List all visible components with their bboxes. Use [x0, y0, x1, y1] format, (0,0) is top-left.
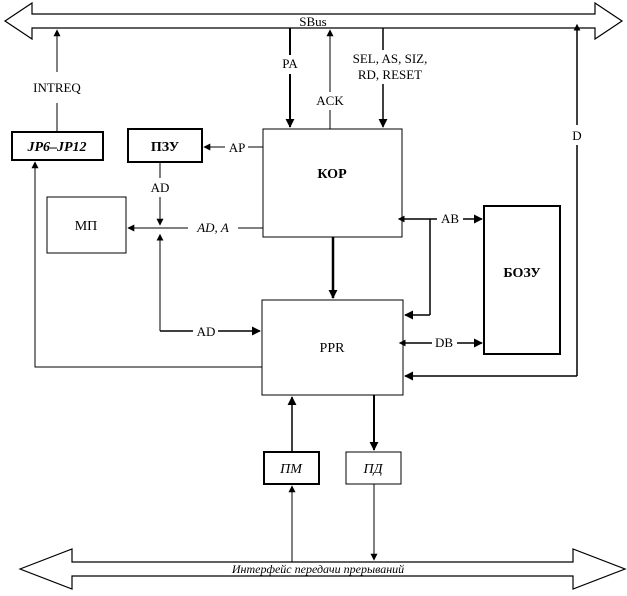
- connector-control: SEL, AS, SIZ, RD, RESET: [353, 28, 428, 128]
- sbus-label: SBus: [299, 14, 326, 29]
- ack-label: ACK: [316, 93, 344, 108]
- connector-ab: AB: [397, 211, 483, 320]
- intreq-label: INTREQ: [33, 80, 81, 95]
- block-ppr: PPR: [261, 299, 404, 396]
- connector-intreq: INTREQ: [33, 29, 81, 132]
- sbus-arrow: [3, 1, 624, 41]
- connector-ad-a: AD, A: [127, 220, 263, 235]
- block-pzu: ПЗУ: [127, 128, 203, 163]
- control-label-line2: RD, RESET: [358, 67, 422, 82]
- interrupt-bus: Интерфейс передачи прерываний: [18, 548, 627, 590]
- block-jp-label: JP6–JP12: [26, 140, 86, 155]
- db-label: DB: [435, 335, 453, 350]
- block-mp: МП: [46, 196, 127, 254]
- block-jp: JP6–JP12: [11, 131, 104, 161]
- block-pm-label: ПМ: [279, 462, 303, 477]
- connector-ap: AP: [203, 140, 263, 155]
- connector-ad-ppr: AD: [156, 233, 261, 339]
- block-mp-label: МП: [75, 219, 98, 234]
- ap-label: AP: [229, 140, 246, 155]
- ab-label: AB: [441, 211, 459, 226]
- block-pd-label: ПД: [362, 462, 383, 477]
- block-ppr-label: PPR: [320, 341, 346, 356]
- ad-vertical-label: AD: [151, 180, 170, 195]
- ad-a-label: AD, A: [196, 220, 229, 235]
- block-pd: ПД: [345, 451, 402, 485]
- block-kor-label: КОР: [317, 167, 347, 182]
- connector-ad-pzu: AD: [151, 162, 170, 226]
- block-kor: КОР: [262, 128, 403, 238]
- interrupt-bus-label: Интерфейс передачи прерываний: [231, 562, 404, 576]
- block-bozu: БОЗУ: [483, 205, 561, 355]
- pa-label: PA: [282, 56, 298, 71]
- interrupt-bus-arrow: [18, 548, 627, 590]
- sbus: SBus: [3, 1, 624, 41]
- block-bozu-label: БОЗУ: [503, 266, 540, 281]
- control-label-line1: SEL, AS, SIZ,: [353, 51, 428, 66]
- connector-ack: ACK: [316, 29, 344, 129]
- connector-ppr-jp: [31, 161, 262, 368]
- block-pm: ПМ: [263, 451, 320, 485]
- d-label: D: [572, 128, 581, 143]
- connector-pa: PA: [282, 28, 298, 128]
- connector-db: DB: [398, 335, 483, 350]
- block-pzu-label: ПЗУ: [151, 140, 179, 155]
- ad-horizontal-label: AD: [197, 324, 216, 339]
- connector-d: D: [404, 23, 582, 381]
